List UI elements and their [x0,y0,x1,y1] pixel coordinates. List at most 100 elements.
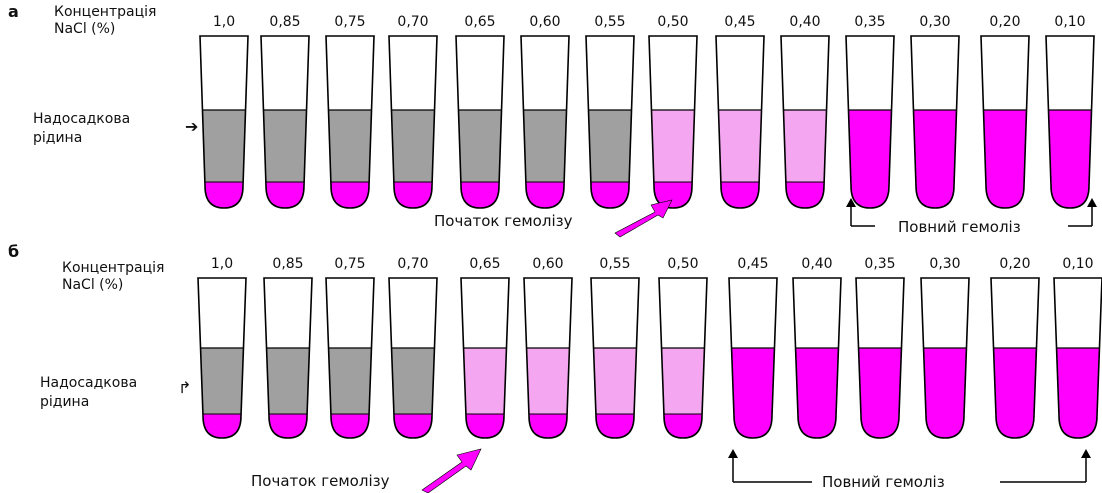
concentration-value: 0,75 [334,14,366,30]
concentration-value: 0,10 [1062,256,1094,272]
tube-outline [325,35,375,209]
complete-hemolysis-label: Повний гемоліз [822,473,945,491]
tube-outline [388,277,438,439]
hemolysate-fill [1054,348,1102,438]
annotation-arrows [614,198,1097,238]
tube-outline [590,277,640,439]
tube-outline [455,35,505,209]
test-tube-complete [1045,35,1095,209]
test-tube-partial [780,35,830,209]
supernatant-fill [389,110,437,182]
panel-b: б Концентрація NaCl (%) Надосадкова ріди… [0,240,1102,493]
tube-outline [792,277,842,439]
test-tube-complete [855,277,905,439]
concentration-value: 0,30 [919,14,951,30]
concentration-value: 0,45 [737,256,769,272]
supernatant-label-line-1: Надосадкова [40,375,138,391]
complete-left-arrowhead-icon [846,198,856,207]
test-tube-partial [523,277,573,439]
hemolysate-fill [981,110,1029,208]
complete-left-arrowhead-icon [728,449,738,458]
supernatant-fill [586,110,634,182]
concentration-label-line-1: Концентрація [54,4,157,20]
test-tube-complete [1053,277,1102,439]
supernatant-fill [389,348,437,414]
supernatant-fill [264,348,312,414]
hemolysate-fill [911,110,959,208]
test-tube-complete [728,277,778,439]
supernatant-fill [591,348,639,414]
test-tube-intact [520,35,570,209]
tube-outline [648,35,698,209]
supernatant-fill [461,348,509,414]
test-tube-intact [585,35,635,209]
tube-outline [197,277,247,439]
hemolysis-onset-label: Початок гемолізу [434,212,573,230]
hemolysate-fill [921,348,969,438]
test-tube-complete [990,277,1040,439]
tube-outline [388,35,438,209]
tube-outline [460,277,510,439]
tube-outline [990,277,1040,439]
tube-outline [520,35,570,209]
tube-outline [920,277,970,439]
test-tube-intact [263,277,313,439]
tube-outline [715,35,765,209]
tube-outline [658,277,708,439]
hemolysate-fill [729,348,777,438]
test-tube-intact [199,35,249,209]
concentration-value: 0,85 [269,14,301,30]
concentration-value: 0,55 [594,14,626,30]
supernatant-arrow-icon: ↱ [178,378,192,397]
onset-arrow-icon [614,199,673,238]
onset-arrow-icon [421,448,482,493]
hemolysate-fill [846,110,894,208]
supernatant-fill [456,110,504,182]
concentration-value: 0,65 [464,14,496,30]
concentration-value: 0,40 [801,256,833,272]
concentration-value: 0,70 [397,256,429,272]
annotation-arrows [421,448,1091,493]
complete-hemolysis-label: Повний гемоліз [898,218,1021,236]
test-tube-complete [792,277,842,439]
test-tube-intact [197,277,247,439]
test-tube-complete [980,35,1030,209]
concentration-value: 0,45 [724,14,756,30]
concentration-value: 1,0 [210,256,234,272]
panel-a: а Концентрація NaCl (%) Надосадкова ріди… [0,0,1102,240]
concentration-value: 0,50 [657,14,689,30]
tube-outline [199,35,249,209]
tube-outline [855,277,905,439]
concentration-value: 0,35 [854,14,886,30]
concentration-value: 0,10 [1054,14,1086,30]
test-tube-intact [388,277,438,439]
test-tube-intact [455,35,505,209]
supernatant-fill [649,110,697,182]
concentration-value: 0,50 [667,256,699,272]
test-tube-partial [715,35,765,209]
concentration-value: 0,65 [469,256,501,272]
concentration-value: 0,40 [789,14,821,30]
tube-outline [585,35,635,209]
concentration-label: Концентрація NaCl (%) [62,260,164,294]
test-tube-intact [388,35,438,209]
supernatant-fill [198,348,246,414]
concentration-value: 0,55 [599,256,631,272]
test-tube-partial [658,277,708,439]
concentration-value: 0,20 [989,14,1021,30]
tube-outline [1053,277,1102,439]
concentration-label-line-2: NaCl (%) [54,21,116,37]
concentration-value: 0,75 [334,256,366,272]
test-tube-intact [325,35,375,209]
concentration-label: Концентрація NaCl (%) [54,4,156,38]
test-tube-intact [325,277,375,439]
hemolysis-onset-label: Початок гемолізу [251,472,390,490]
tube-outline [260,35,310,209]
supernatant-fill [326,110,374,182]
test-tube-partial [460,277,510,439]
supernatant-fill [659,348,707,414]
concentration-value: 0,85 [272,256,304,272]
concentration-value: 0,30 [929,256,961,272]
concentration-value: 1,0 [212,14,236,30]
tube-outline [728,277,778,439]
